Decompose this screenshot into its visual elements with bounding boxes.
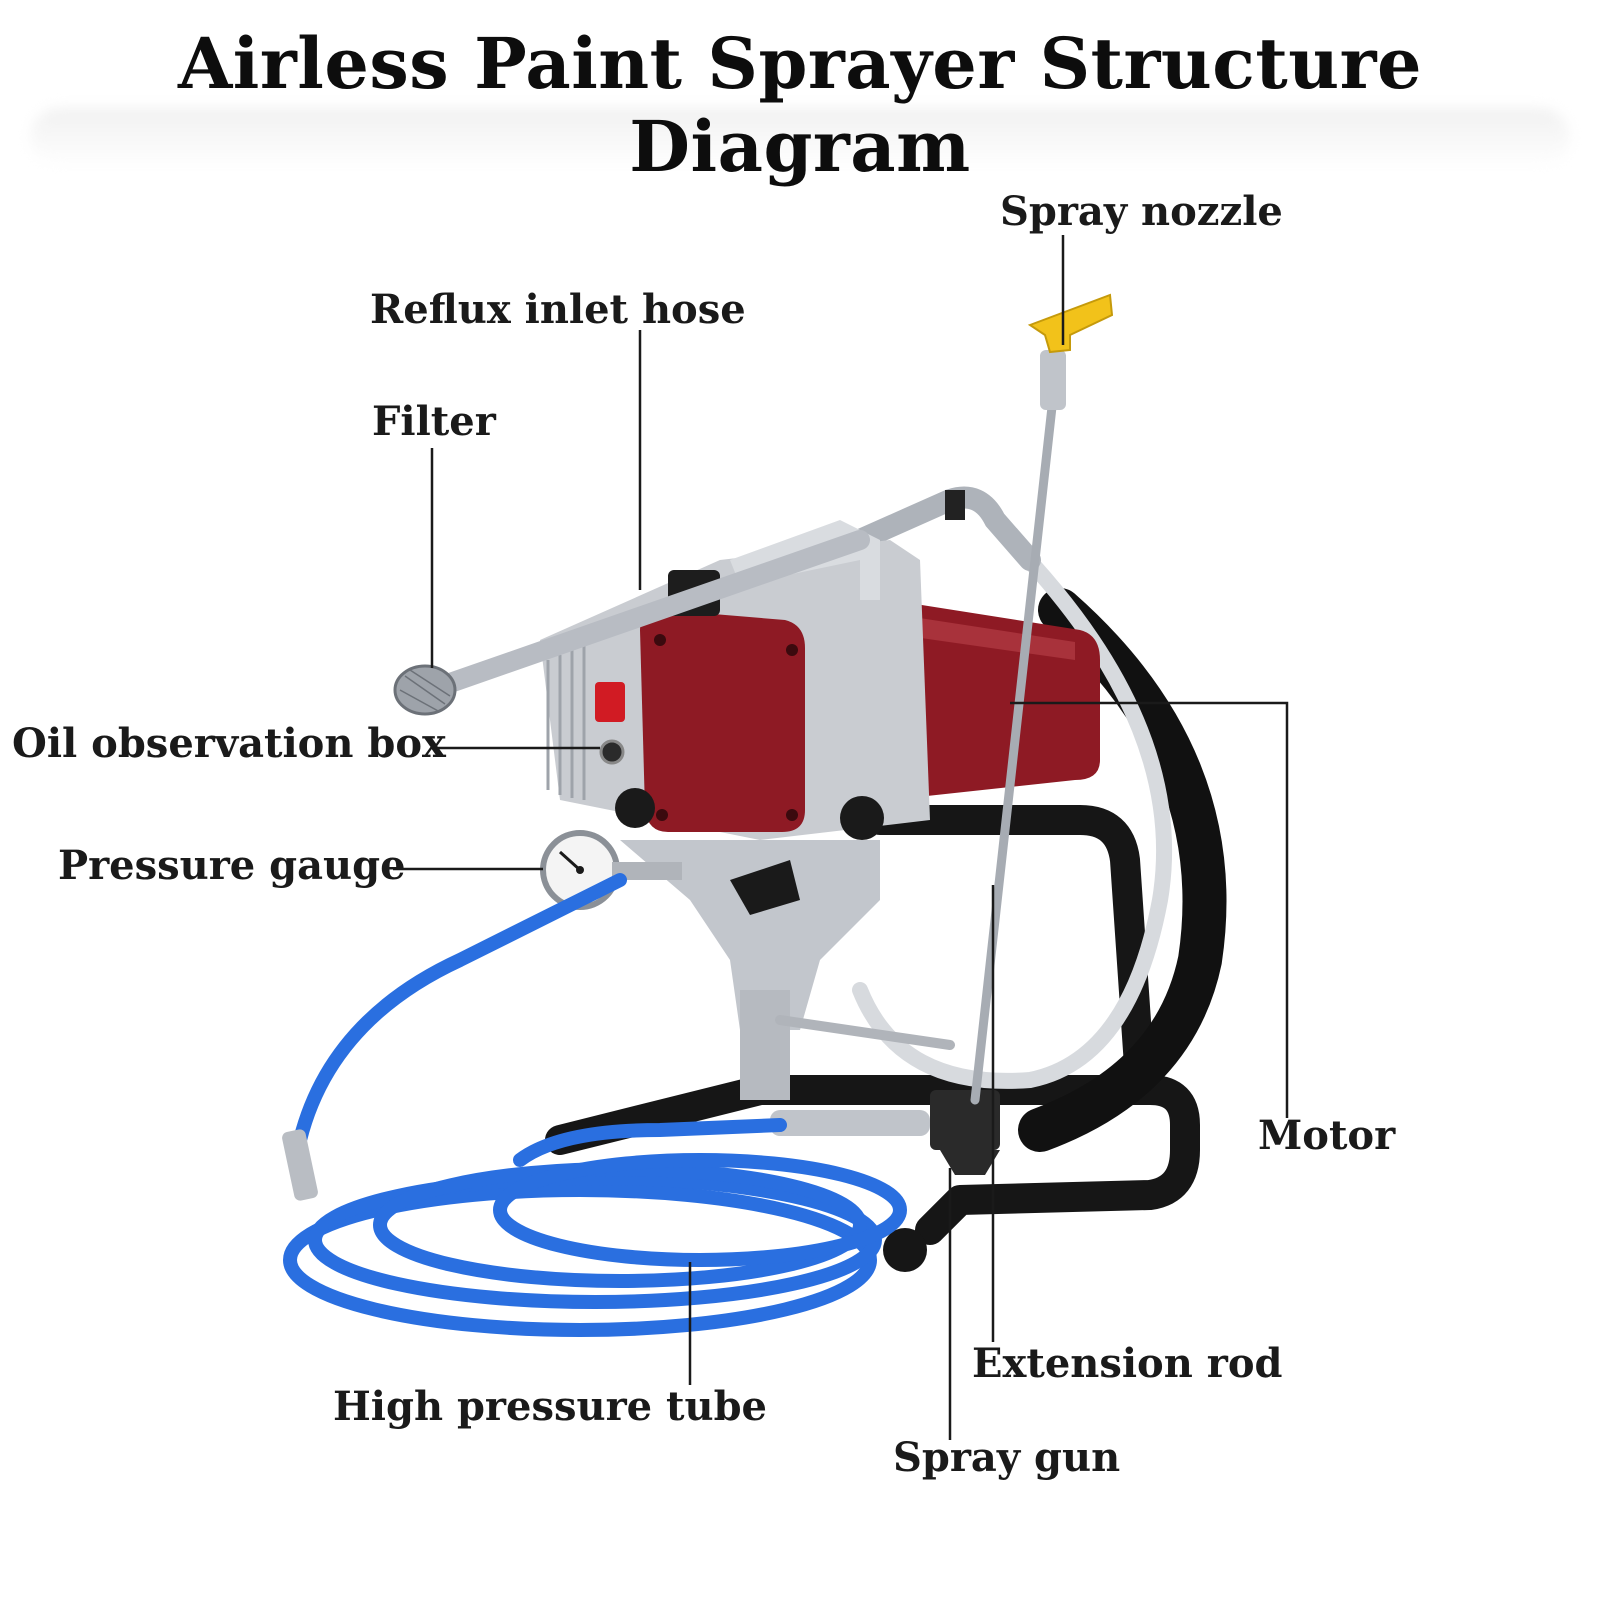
reflux-hose-loop [852,522,1173,1089]
label-oil-observation-box: Oil observation box [12,720,446,767]
pressure-knob [730,860,800,915]
front-cover [640,610,805,832]
label-high-pressure-tube: High pressure tube [333,1383,768,1430]
pump-cylinder [740,990,790,1100]
oil-window [599,739,625,765]
title-shadow [30,108,1570,168]
wheel [883,1228,927,1272]
nozzle-tip [1027,293,1114,354]
extension-rod-shape [970,375,1060,1105]
label-spray-nozzle: Spray nozzle [1000,188,1283,235]
high-pressure-hose [283,873,907,1337]
cooling-fins [546,645,586,800]
nozzle-coupling [1040,350,1066,410]
handle-grip [945,490,965,520]
frame [545,805,1200,1272]
label-reflux-inlet-hose: Reflux inlet hose [370,286,746,333]
reflux-inlet-pipe [420,530,870,700]
power-switch [595,682,625,722]
label-motor: Motor [1258,1112,1396,1159]
label-spray-gun: Spray gun [893,1434,1121,1481]
suction-hose [1018,588,1227,1152]
label-filter: Filter [372,398,496,445]
label-pressure-gauge: Pressure gauge [58,842,406,889]
label-extension-rod: Extension rod [972,1340,1283,1387]
pump-block [620,840,880,1030]
spray-gun [770,1015,1000,1175]
diagram-title: Airless Paint Sprayer Structure Diagram [177,22,1423,188]
leader-lines [393,235,1289,1440]
